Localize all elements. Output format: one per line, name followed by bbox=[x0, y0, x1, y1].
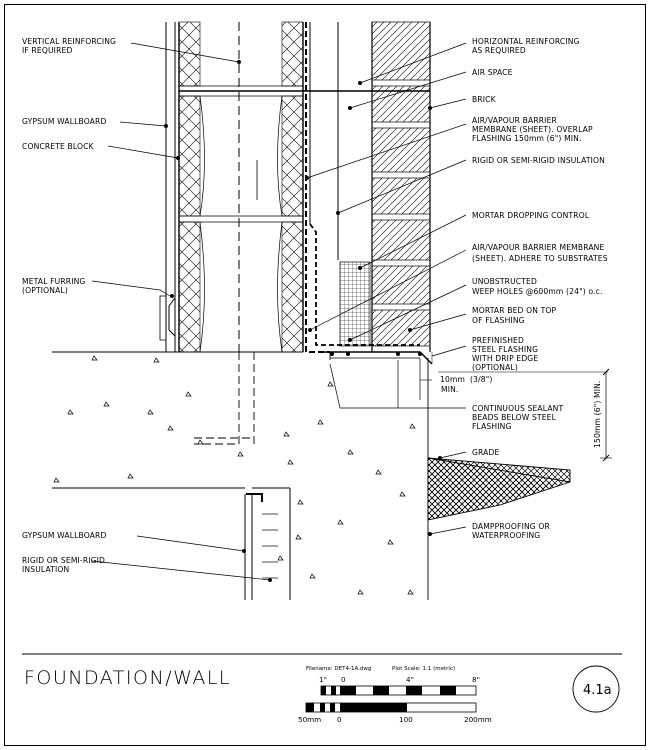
height-dimension-text: 150mm (6") MIN. bbox=[593, 380, 602, 448]
label-sealant: CONTINUOUS SEALANT bbox=[472, 404, 563, 413]
label-vertical-reinforcing-2: IF REQUIRED bbox=[22, 46, 72, 55]
leader-lines bbox=[91, 42, 467, 582]
foundation-slab bbox=[52, 351, 571, 600]
label-vertical-reinforcing: VERTICAL REINFORCING bbox=[22, 37, 116, 46]
label-horizontal-reinforcing: HORIZONTAL REINFORCING bbox=[472, 37, 580, 46]
title-block: FOUNDATION/WALL Filename: DET4-1A.dwg Pl… bbox=[22, 653, 622, 724]
label-concrete-block: CONCRETE BLOCK bbox=[22, 142, 95, 151]
label-gypsum-wallboard-top: GYPSUM WALLBOARD bbox=[22, 117, 106, 126]
plot-scale-text: Plot Scale: 1:1 (metric) bbox=[392, 666, 455, 672]
label-brick: BRICK bbox=[472, 95, 497, 104]
metric-tick-0: 0 bbox=[337, 715, 342, 724]
label-air-barrier-sheet: AIR/VAPOUR BARRIER bbox=[472, 116, 558, 125]
label-mortar-bed-2: OF FLASHING bbox=[472, 316, 525, 325]
labels-left: VERTICAL REINFORCING IF REQUIRED GYPSUM … bbox=[22, 37, 116, 574]
label-horizontal-reinforcing-2: AS REQUIRED bbox=[472, 46, 526, 55]
label-air-barrier-sheet-3: FLASHING 150mm (6") MIN. bbox=[472, 134, 582, 143]
label-weep-holes: UNOBSTRUCTED bbox=[472, 277, 537, 286]
wall-assembly bbox=[159, 21, 433, 400]
imperial-tick-8: 8" bbox=[472, 675, 480, 684]
drip-min-text-2: MIN. bbox=[441, 385, 459, 394]
dimensions: 150mm (6") MIN. 10mm MIN. (3/8") bbox=[420, 368, 612, 462]
label-steel-flashing-4: (OPTIONAL) bbox=[472, 363, 518, 372]
label-metal-furring-2: (OPTIONAL) bbox=[22, 286, 68, 295]
label-dampproofing-2: WATERPROOFING bbox=[472, 531, 540, 540]
metric-tick-50: 50mm bbox=[298, 715, 321, 724]
label-air-space: AIR SPACE bbox=[472, 68, 513, 77]
label-metal-furring: METAL FURRING bbox=[22, 277, 85, 286]
labels-right: HORIZONTAL REINFORCING AS REQUIRED AIR S… bbox=[472, 37, 608, 540]
label-weep-holes-2: WEEP HOLES @600mm (24") o.c. bbox=[472, 287, 603, 296]
imperial-tick-4: 4" bbox=[406, 675, 414, 684]
label-sealant-3: FLASHING bbox=[472, 422, 512, 431]
detail-number-circle bbox=[572, 665, 620, 713]
sheet-border bbox=[4, 4, 646, 746]
label-steel-flashing-2: STEEL FLASHING bbox=[472, 345, 538, 354]
label-dampproofing: DAMPPROOFING OR bbox=[472, 522, 551, 531]
label-air-barrier-sheet-2: MEMBRANE (SHEET). OVERLAP bbox=[472, 125, 593, 134]
imperial-tick-0: 0 bbox=[341, 675, 346, 684]
imperial-tick-1: 1" bbox=[319, 675, 327, 684]
detail-number: 4.1a bbox=[583, 683, 612, 698]
label-mortar-bed: MORTAR BED ON TOP bbox=[472, 306, 557, 315]
label-mortar-dropping: MORTAR DROPPING CONTROL bbox=[472, 211, 590, 220]
drip-min-text: 10mm bbox=[440, 375, 465, 384]
label-air-barrier-adhere-2: (SHEET). ADHERE TO SUBSTRATES bbox=[472, 254, 608, 263]
imperial-scale-bar: 1" 0 4" 8" bbox=[319, 675, 480, 696]
label-sealant-2: BEADS BELOW STEEL bbox=[472, 413, 557, 422]
label-steel-flashing-3: WITH DRIP EDGE bbox=[472, 354, 538, 363]
label-air-barrier-adhere: AIR/VAPOUR BARRIER MEMBRANE bbox=[472, 243, 605, 252]
metric-tick-100: 100 bbox=[399, 715, 413, 724]
label-rigid-insulation: RIGID OR SEMI-RIGID INSULATION bbox=[472, 156, 605, 165]
detail-title: FOUNDATION/WALL bbox=[24, 667, 231, 689]
metric-scale-bar: 50mm 0 100 200mm bbox=[298, 702, 492, 724]
drip-inch-text: (3/8") bbox=[470, 375, 493, 384]
label-steel-flashing: PREFINISHED bbox=[472, 336, 524, 345]
label-rigid-insulation-bottom: RIGID OR SEMI-RIGID bbox=[22, 556, 105, 565]
label-rigid-insulation-bottom-2: INSULATION bbox=[22, 565, 69, 574]
filename-text: Filename: DET4-1A.dwg bbox=[306, 666, 371, 672]
label-grade: GRADE bbox=[472, 448, 499, 457]
metric-tick-200: 200mm bbox=[464, 715, 492, 724]
label-gypsum-wallboard-bottom: GYPSUM WALLBOARD bbox=[22, 531, 106, 540]
